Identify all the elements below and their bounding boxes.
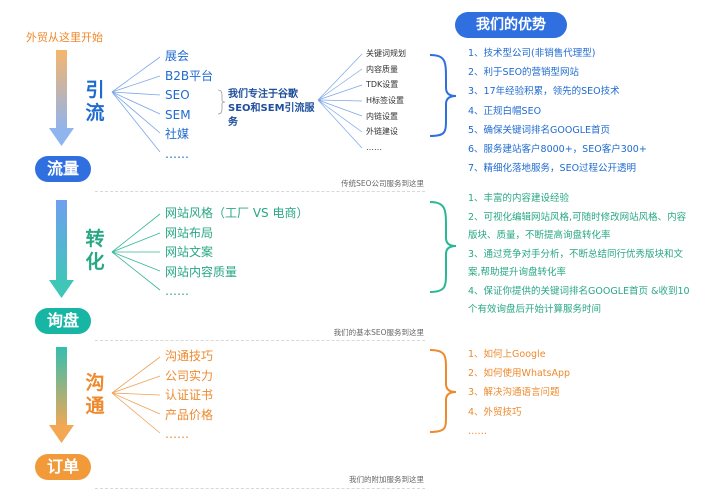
list-item: 2、利于SEO的营销型网站 — [468, 67, 580, 79]
stage-label-text: 沟通 — [85, 372, 105, 417]
brace-1 — [429, 54, 457, 137]
list-item: 3、17年经验积累，领先的SEO技术 — [468, 86, 620, 98]
stage1-items: 展会 B2B平台 SEO SEM 社媒 …… — [165, 47, 213, 164]
list-item: …… — [366, 143, 382, 153]
fan-lines-2 — [111, 213, 161, 291]
focus-text: 我们专注于谷歌SEO和SEM引流服务 — [228, 89, 315, 128]
fan-lines-3 — [111, 356, 161, 434]
list-item: 3、解决沟通语言问题 — [468, 387, 560, 399]
list-item: 社媒 — [165, 127, 190, 141]
list-item: …… — [468, 425, 487, 437]
list-item: SEO — [165, 88, 190, 102]
divider-2 — [95, 340, 425, 341]
list-item: …… — [165, 427, 189, 441]
caption-1: 传统SEO公司服务到这里 — [341, 179, 424, 188]
list-item: …… — [165, 146, 189, 161]
list-item: 内链设置 — [366, 111, 398, 121]
list-item: 网站文案 — [165, 245, 214, 259]
flow-arrow-1 — [49, 50, 74, 146]
list-item: 产品价格 — [165, 407, 214, 422]
list-item: 网站内容质量 — [165, 264, 238, 279]
list-item: TDK设置 — [366, 80, 399, 90]
list-item: 1、丰富的内容建设经验 — [468, 193, 570, 204]
list-item: 4、正规白帽SEO — [468, 105, 542, 117]
list-item: H标签设置 — [366, 96, 405, 106]
list-item: 沟通技巧 — [165, 349, 214, 363]
stage2-items: 网站风格（工厂 VS 电商） 网站布局 网站文案 网站内容质量 …… — [165, 204, 308, 302]
result-pill-inquiry: 询盘 — [35, 308, 91, 334]
list-item: 外链建设 — [366, 127, 398, 137]
stage-label-communication: 沟通 — [83, 372, 107, 418]
divider-1 — [95, 191, 425, 192]
stage2-advantages: 1、丰富的内容建设经验 2、可视化编辑网站风格,可随时修改网站风格、内容版块、质… — [468, 190, 690, 320]
list-item: 网站布局 — [165, 225, 214, 240]
list-item: 7、精细化落地服务，SEO过程公开透明 — [468, 163, 637, 175]
stage1-advantages: 1、技术型公司(非销售代理型) 2、利于SEO的营销型网站 3、17年经验积累，… — [468, 44, 647, 178]
caption-3: 我们的附加服务到这里 — [349, 475, 424, 484]
stage-label-text: 转化 — [85, 228, 105, 273]
list-item: 认证证书 — [165, 388, 214, 402]
caption-2: 我们的基本SEO服务到这里 — [333, 328, 424, 337]
stage-label-conversion: 转化 — [83, 228, 107, 274]
list-item: 2、可视化编辑网站风格,可随时修改网站风格、内容版块、质量，不断提高询盘转化率 — [468, 211, 687, 242]
list-item: 1、技术型公司(非销售代理型) — [468, 48, 596, 59]
stage3-advantages: 1、如何上Google 2、如何使用WhatsApp 3、解决沟通语言问题 4、… — [468, 345, 570, 441]
seo-sub-items: 关键词规划 内容质量 TDK设置 H标签设置 内链设置 外链建设 …… — [366, 46, 406, 156]
divider-3 — [95, 488, 425, 489]
brace-2 — [429, 201, 457, 293]
list-item: 1、如何上Google — [468, 349, 546, 360]
list-item: 关键词规划 — [366, 49, 406, 58]
top-label: 外贸从这里开始 — [26, 31, 103, 44]
list-item: 6、服务建站客户8000+，SEO客户300+ — [468, 143, 647, 155]
result-pill-order: 订单 — [35, 454, 91, 480]
list-item: …… — [165, 284, 189, 298]
flow-arrow-3 — [49, 347, 74, 443]
list-item: 3、通过竞争对手分析，不断总结同行优秀版块和文案,帮助提升询盘转化率 — [468, 248, 684, 279]
list-item: 2、如何使用WhatsApp — [468, 368, 571, 380]
flow-arrow-2 — [49, 200, 74, 298]
list-item: SEM — [165, 107, 191, 122]
list-item: B2B平台 — [165, 68, 214, 83]
small-brace — [217, 89, 226, 115]
stage3-items: 沟通技巧 公司实力 认证证书 产品价格 …… — [165, 347, 213, 445]
fan-lines-1 — [111, 56, 161, 153]
stage-label-traffic-gen: 引流 — [83, 79, 107, 125]
brace-3 — [429, 349, 457, 433]
list-item: 4、保证你提供的关键词排名GOOGLE首页 &收到10个有效询盘后开始计算服务时… — [468, 285, 690, 316]
list-item: 展会 — [165, 49, 190, 63]
fan-lines-sub — [317, 53, 363, 149]
list-item: 网站风格（工厂 VS 电商） — [165, 206, 309, 220]
list-item: 5、确保关键词排名GOOGLE首页 — [468, 124, 611, 136]
list-item: 4、外贸技巧 — [468, 406, 522, 418]
stage-label-text: 引流 — [85, 79, 105, 124]
list-item: 公司实力 — [165, 368, 214, 383]
result-pill-traffic: 流量 — [35, 156, 91, 182]
list-item: 内容质量 — [366, 64, 398, 74]
advantages-title: 我们的优势 — [455, 12, 567, 38]
